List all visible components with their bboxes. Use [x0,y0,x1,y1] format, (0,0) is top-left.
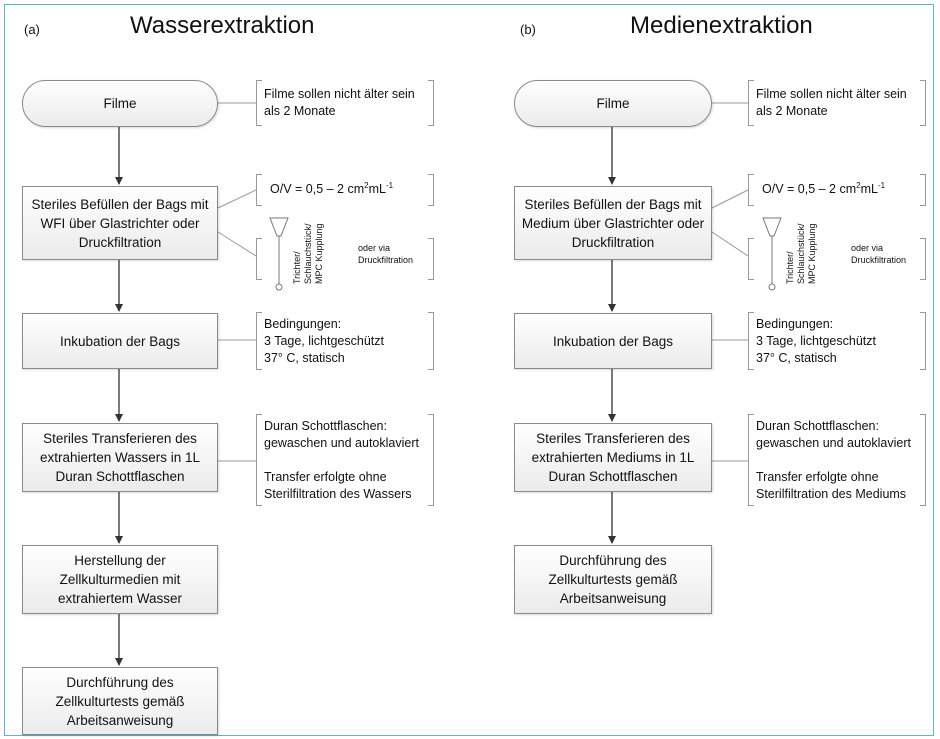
panel-letter-a: (a) [24,22,40,37]
panel-title-b: Medienextraktion [630,12,813,39]
note-a-duran: Duran Schottflaschen: gewaschen und auto… [264,419,419,501]
funnel-icon [762,217,782,291]
step-a-cell-test: Durchführung des Zellkulturtests gemäß A… [22,667,218,735]
note-b-funnel-label: Trichter/ Schlauchstück/ MPC Kupplung [785,223,817,284]
note-b-ov: O/V = 0,5 – 2 cm2mL-1 [762,180,886,196]
note-a-funnel-label: Trichter/ Schlauchstück/ MPC Kupplung [292,223,324,284]
step-b-transfer: Steriles Transferieren des extrahierten … [514,423,712,492]
note-b-via: oder via Druckfiltration [851,243,907,265]
step-b-cell-test: Durchführung des Zellkulturtests gemäß A… [514,545,712,614]
note-b-duran: Duran Schottflaschen: gewaschen und auto… [756,419,911,501]
step-b-incubation: Inkubation der Bags [514,313,712,369]
step-a-transfer: Steriles Transferieren des extrahierten … [22,423,218,492]
note-a-conditions: Bedingungen: 3 Tage, lichtgeschützt 37° … [264,317,384,365]
panel-title-a: Wasserextraktion [130,12,315,39]
step-a-incubation: Inkubation der Bags [22,313,218,369]
note-b-conditions: Bedingungen: 3 Tage, lichtgeschützt 37° … [756,317,876,365]
step-b-filling: Steriles Befüllen der Bags mit Medium üb… [514,186,712,260]
note-b-age: Filme sollen nicht älter sein als 2 Mona… [756,87,907,118]
step-b-films: Filme [514,80,712,127]
note-a-ov: O/V = 0,5 – 2 cm2mL-1 [270,180,394,196]
step-a-media-prep: Herstellung der Zellkulturmedien mit ext… [22,545,218,614]
note-a-age: Filme sollen nicht älter sein als 2 Mona… [264,87,415,118]
figure-frame [4,4,934,736]
panel-letter-b: (b) [520,22,536,37]
note-a-via: oder via Druckfiltration [358,243,414,265]
step-a-filling: Steriles Befüllen der Bags mit WFI über … [22,186,218,260]
funnel-icon [269,217,289,291]
step-a-films: Filme [22,80,218,127]
